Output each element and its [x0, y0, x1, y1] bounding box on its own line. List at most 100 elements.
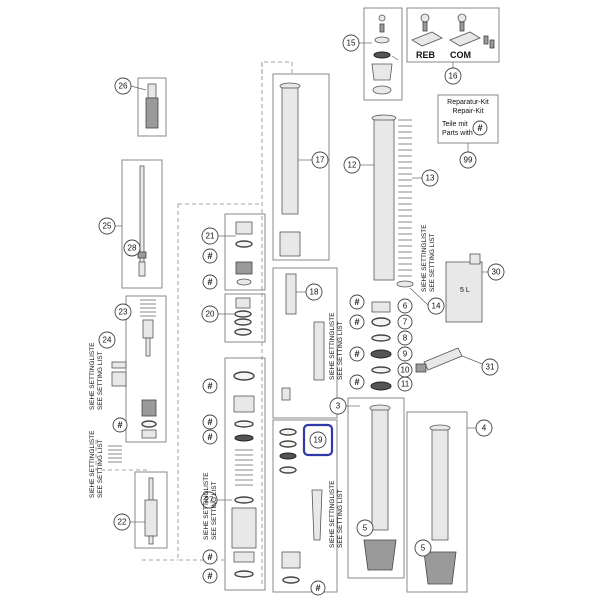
- dashed-connector: [261, 61, 293, 74]
- svg-text:20: 20: [206, 310, 215, 319]
- svg-text:19: 19: [314, 436, 323, 445]
- callout-5: 5: [414, 539, 432, 557]
- setting-list-note: SIEHE SETTINGLISTE SEE SETTING LIST: [329, 480, 344, 548]
- callout-18: 18: [305, 283, 323, 301]
- svg-text:#: #: [207, 432, 212, 442]
- callout-31: 31: [481, 358, 499, 376]
- callout-12: 12: [343, 156, 361, 174]
- svg-text:#: #: [207, 417, 212, 427]
- panel-18: [272, 267, 338, 419]
- part-27-stack: [231, 371, 257, 578]
- part-23-spring: [140, 299, 156, 357]
- svg-text:SIEHE SETTINGLISTE: SIEHE SETTINGLISTE: [421, 224, 428, 292]
- svg-text:27: 27: [205, 496, 214, 505]
- svg-text:#: #: [354, 377, 359, 387]
- callout-9: 9: [397, 346, 413, 362]
- callout-28: 28: [123, 239, 141, 257]
- part-22-damper-rod: [108, 445, 158, 545]
- setting-list-note: SIEHE SETTINGLISTE SEE SETTING LIST: [421, 224, 436, 292]
- hash-marker: #: [202, 568, 218, 584]
- svg-text:#: #: [207, 381, 212, 391]
- callout-99: 99: [459, 151, 477, 169]
- svg-text:SEE SETTING LIST: SEE SETTING LIST: [429, 233, 436, 292]
- panel-27: [224, 357, 266, 591]
- oil-can-label: 5 L: [460, 287, 470, 294]
- svg-text:#: #: [207, 277, 212, 287]
- svg-text:SIEHE SETTINGLISTE: SIEHE SETTINGLISTE: [89, 430, 96, 498]
- svg-text:13: 13: [426, 174, 435, 183]
- callout-10: 10: [397, 362, 413, 378]
- part-26-cartridge: [145, 83, 159, 129]
- hash-marker: #: [349, 346, 365, 362]
- svg-text:99: 99: [464, 156, 473, 165]
- svg-text:22: 22: [118, 518, 127, 527]
- part-18-parts: [281, 273, 325, 401]
- callout-30: 30: [487, 263, 505, 281]
- part-3-fork-leg: [363, 404, 397, 571]
- part-31-grease-tube: [415, 347, 463, 373]
- hash-marker: #: [202, 429, 218, 445]
- svg-text:7: 7: [403, 318, 408, 327]
- svg-text:SEE SETTING LIST: SEE SETTING LIST: [337, 321, 344, 380]
- panel-4: [406, 411, 468, 593]
- panel-22: [134, 471, 168, 549]
- hash-marker: #: [202, 414, 218, 430]
- svg-text:#: #: [354, 349, 359, 359]
- panel-3: [347, 397, 405, 579]
- callout-25: 25: [98, 217, 116, 235]
- hash-marker: #: [349, 314, 365, 330]
- callout-19: 19: [309, 431, 327, 449]
- callout-22: 22: [113, 513, 131, 531]
- svg-text:#: #: [354, 317, 359, 327]
- panel-17: [272, 73, 330, 261]
- part-4-fork-leg: [423, 424, 457, 585]
- part-24-valve: [111, 361, 127, 387]
- callout-14: 14: [427, 297, 445, 315]
- svg-text:10: 10: [401, 366, 410, 375]
- svg-text:#: #: [477, 123, 482, 133]
- repair-kit-parts-en: Parts with: [442, 130, 473, 137]
- svg-text:SEE SETTING LIST: SEE SETTING LIST: [97, 351, 104, 410]
- callout-7: 7: [397, 314, 413, 330]
- panel-20: [224, 293, 266, 343]
- part-19-parts: [279, 428, 323, 584]
- panel-21: [224, 213, 266, 291]
- hash-marker: #: [349, 374, 365, 390]
- svg-text:25: 25: [103, 222, 112, 231]
- svg-text:31: 31: [486, 363, 495, 372]
- svg-text:#: #: [354, 297, 359, 307]
- hash-marker: #: [202, 248, 218, 264]
- repair-kit-en: Repair-Kit: [452, 108, 483, 115]
- part-15-adjuster: [371, 14, 399, 95]
- setting-list-note: SIEHE SETTINGLISTE SEE SETTING LIST: [329, 312, 344, 380]
- svg-text:#: #: [207, 571, 212, 581]
- svg-text:6: 6: [403, 302, 408, 311]
- svg-text:24: 24: [103, 336, 112, 345]
- svg-text:#: #: [207, 552, 212, 562]
- svg-text:SEE SETTING LIST: SEE SETTING LIST: [97, 439, 104, 498]
- hash-marker: #: [472, 120, 488, 136]
- setting-list-note: SIEHE SETTINGLISTE SEE SETTING LIST: [89, 342, 104, 410]
- part-12-outer-tube: [371, 114, 397, 281]
- callout-27: 27: [200, 491, 218, 509]
- svg-text:26: 26: [119, 82, 128, 91]
- highlight-box-19: [302, 423, 334, 457]
- svg-text:5: 5: [421, 544, 426, 553]
- svg-text:3: 3: [336, 402, 341, 411]
- callout-13: 13: [421, 169, 439, 187]
- part-20-parts: [234, 297, 252, 336]
- panel-23: [125, 295, 167, 443]
- hash-marker: #: [112, 417, 128, 433]
- repair-kit-de: Reparatur-Kit: [447, 99, 489, 106]
- setting-list-note: SIEHE SETTINGLISTE SEE SETTING LIST: [89, 430, 104, 498]
- part-rings-6-11: [370, 301, 392, 391]
- hash-marker: #: [202, 378, 218, 394]
- part-23-base-valve: [141, 399, 157, 439]
- leader-line: [409, 287, 430, 307]
- svg-text:28: 28: [128, 244, 137, 253]
- part-25-piston-rod: [137, 165, 147, 277]
- callout-26: 26: [114, 77, 132, 95]
- svg-text:11: 11: [401, 380, 410, 389]
- svg-text:16: 16: [449, 72, 458, 81]
